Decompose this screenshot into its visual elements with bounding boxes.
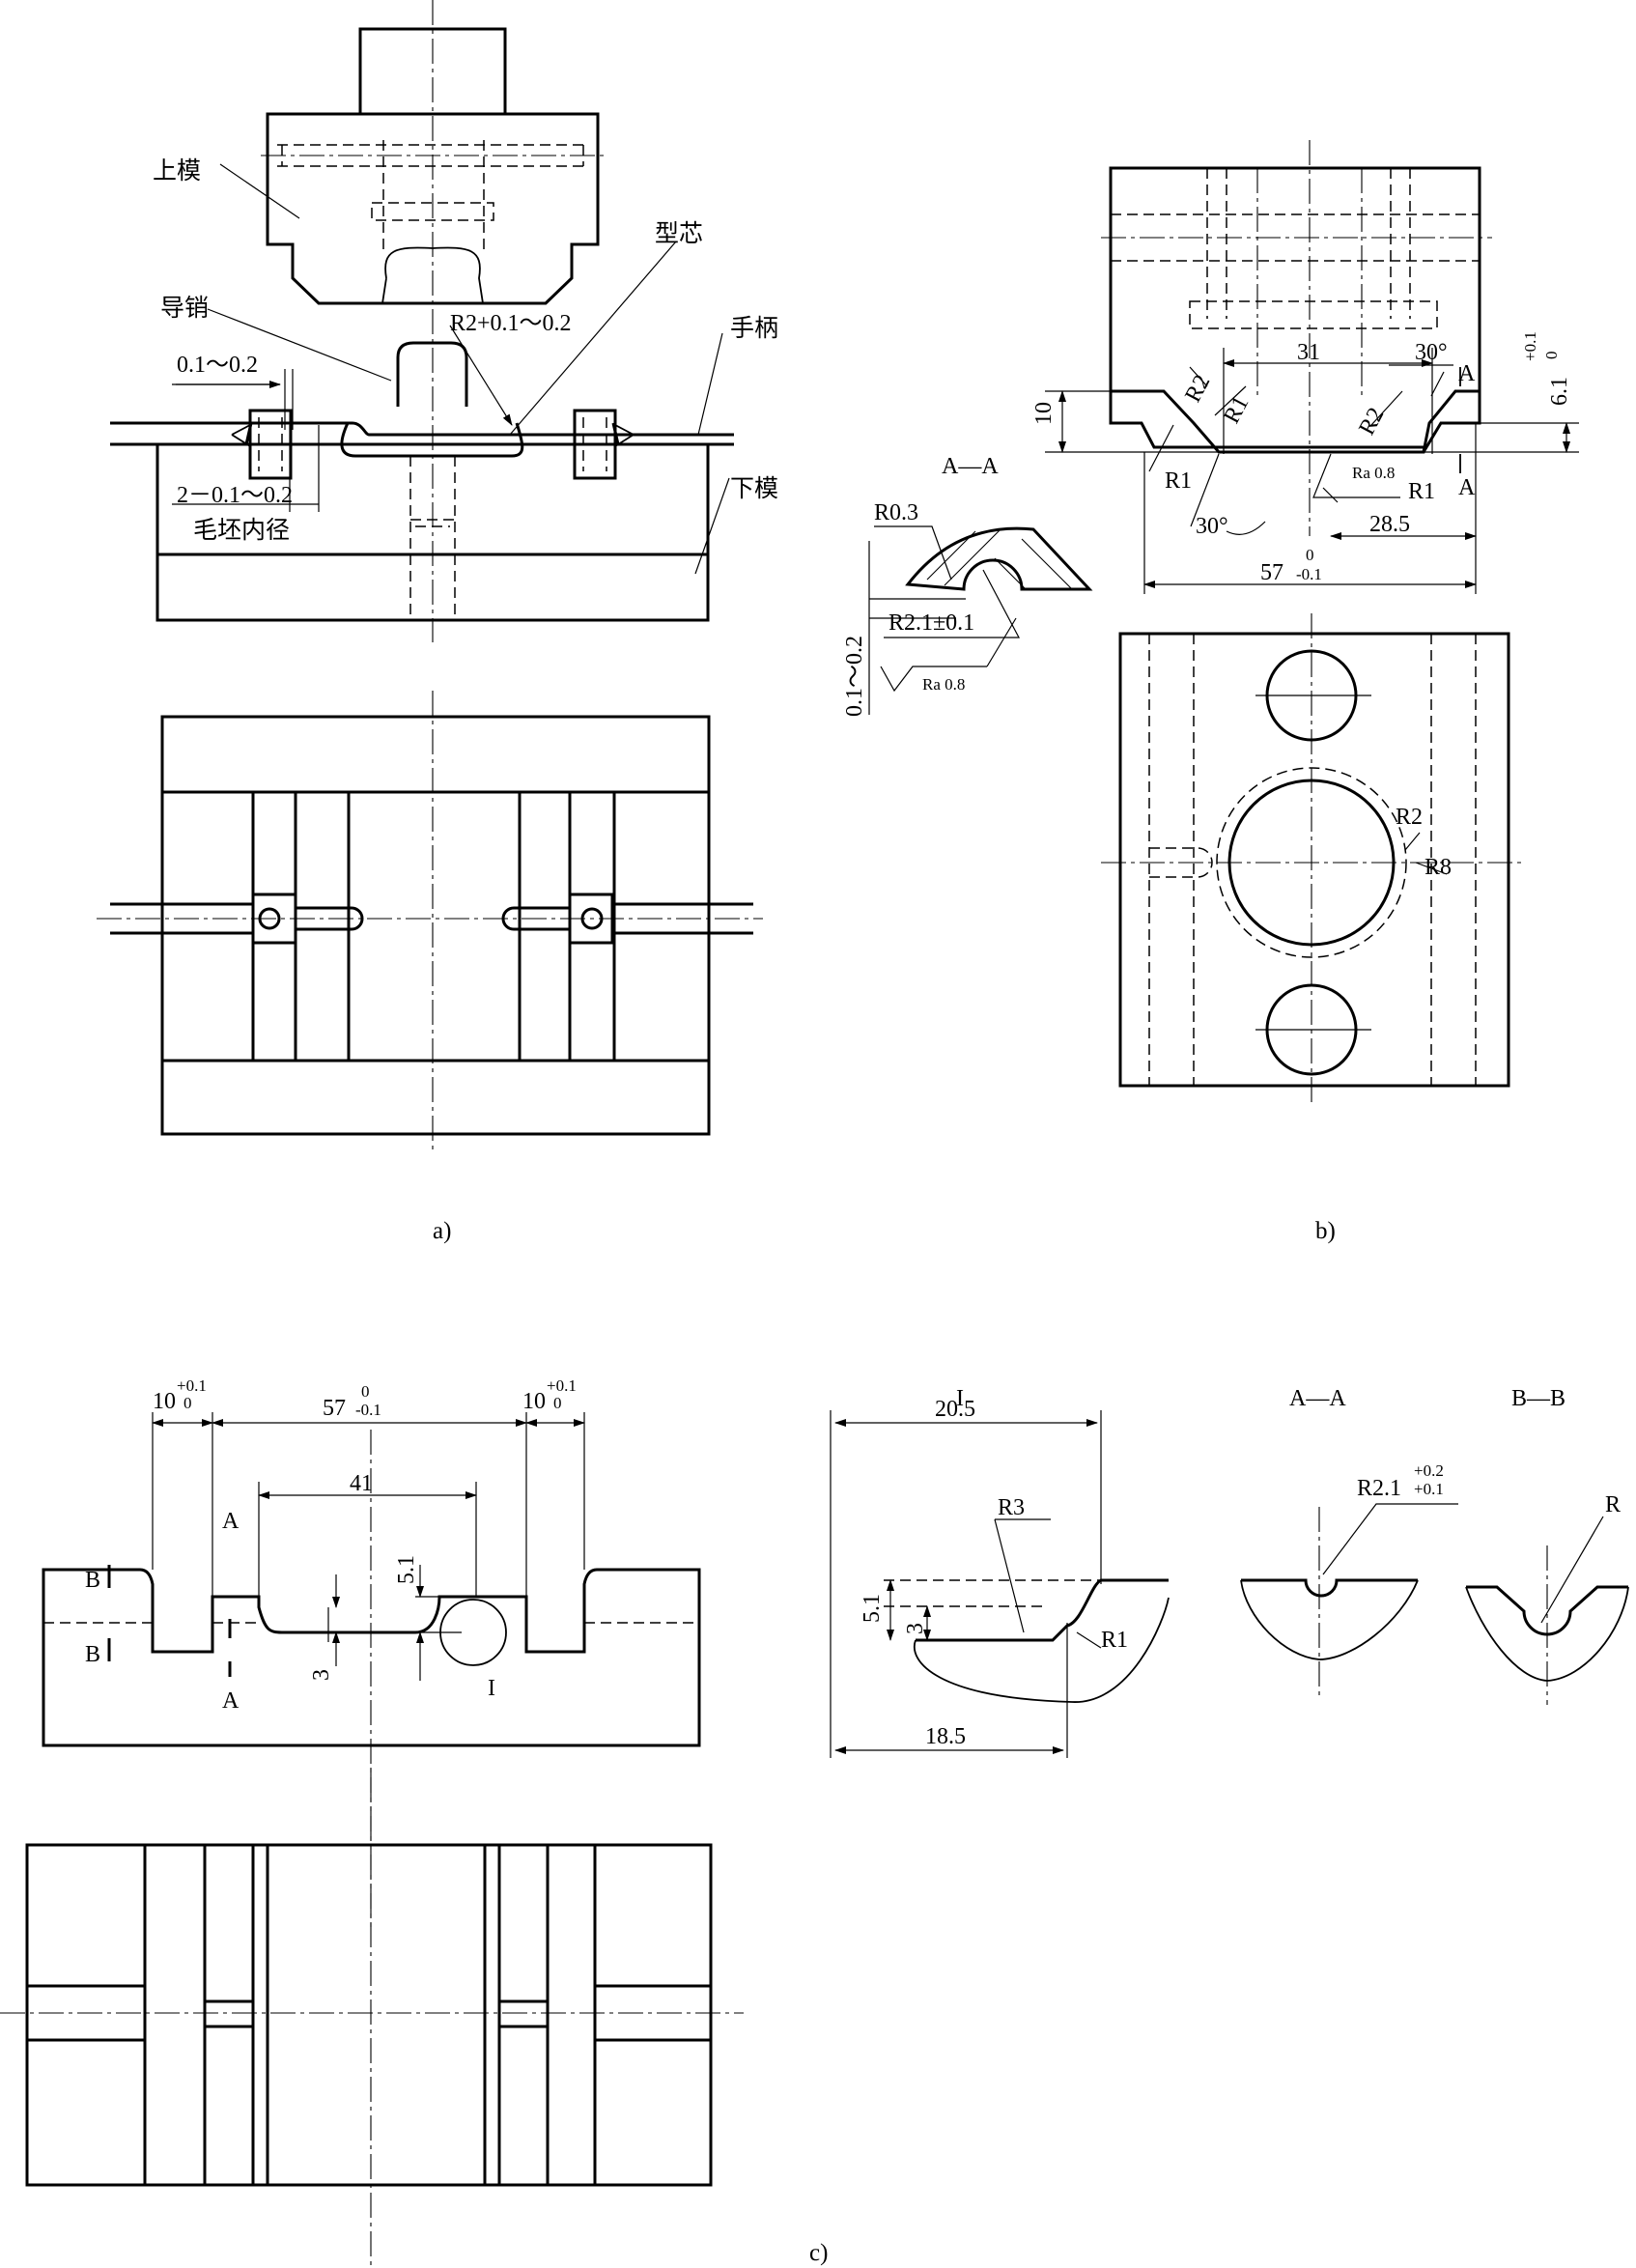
- marker-a-bottom: A: [222, 1688, 240, 1714]
- figure-b-front: [1045, 140, 1579, 594]
- dim-overall-width: 57: [1260, 560, 1283, 585]
- dim-height-tol-upper: +0.1: [1521, 331, 1539, 361]
- dim-r1-left-upper: R1: [1219, 392, 1254, 428]
- dim-detail-r3: R3: [998, 1495, 1025, 1520]
- dim-gap: 0.1～0.2: [177, 353, 258, 378]
- dim-r1-right: R1: [1408, 479, 1435, 504]
- figure-a-labels: 上模 型芯 导销 手柄 下模 毛坯内径 R2+0.1～0.2 0.1～0.2 2…: [153, 156, 778, 544]
- figure-c-sections: A—A R2.1 +0.2 +0.1 B—B R: [1240, 1386, 1629, 1705]
- dim-aa-tol-lower: +0.1: [1414, 1480, 1444, 1498]
- dim-width-28-5: 28.5: [1369, 512, 1410, 537]
- label-handle: 手柄: [730, 314, 778, 342]
- dim-r2-plan: R2: [1396, 805, 1423, 830]
- dim-slot-right-tol-upper: +0.1: [547, 1376, 577, 1395]
- dim-r2-left: R2: [1180, 371, 1215, 407]
- dim-core-fillet: R2+0.1～0.2: [450, 311, 572, 336]
- dim-aa-tol-upper: +0.2: [1414, 1461, 1444, 1480]
- dim-angle-top: 30°: [1415, 340, 1448, 365]
- dim-angle-bottom: 30°: [1196, 514, 1228, 539]
- dim-section-roughness: Ra 0.8: [922, 675, 965, 694]
- marker-b-bottom: B: [85, 1642, 100, 1667]
- dim-detail-width-20-5: 20.5: [935, 1397, 975, 1422]
- label-upper-die: 上模: [153, 156, 201, 184]
- detail-title: I: [956, 1386, 964, 1411]
- handle: [110, 421, 734, 446]
- dim-height-5-1: 5.1: [394, 1555, 419, 1584]
- dim-slot-left-tol-upper: +0.1: [177, 1376, 207, 1395]
- figure-b-plan: R2 R8: [1101, 613, 1521, 1106]
- dim-detail-height-3: 3: [903, 1623, 928, 1634]
- marker-a-top: A: [222, 1509, 240, 1534]
- dim-slot-right: 10: [522, 1389, 546, 1414]
- figure-a-plan: [97, 691, 763, 1154]
- figure-c-detail-dims: I 20.5 R3 5.1 3 R1 18.5: [860, 1386, 1128, 1749]
- dim-overall-tol-lower: -0.1: [1296, 565, 1322, 583]
- upper-die: [266, 112, 600, 305]
- section-marker-a-top: A: [1458, 361, 1476, 386]
- dim-overall-tol-upper: 0: [1306, 546, 1314, 564]
- figure-c-plan: [0, 1768, 744, 2265]
- figure-c-front: [42, 1412, 701, 1927]
- dim-slot-left: 10: [153, 1389, 176, 1414]
- figure-b-section-dims: A—A R0.3 R2.1±0.1 0.1～0.2 Ra 0.8: [842, 454, 999, 717]
- dim-middle-tol-lower: -0.1: [355, 1401, 381, 1419]
- dim-blank-offset: 2－0.1～0.2: [177, 483, 293, 508]
- label-core: 型芯: [655, 219, 703, 247]
- figure-b-section: [868, 525, 1093, 715]
- section-marker-a-bottom: A: [1458, 475, 1476, 500]
- label-lower-die: 下模: [730, 474, 778, 502]
- dim-bb-radius: R: [1605, 1492, 1621, 1517]
- dim-height-6-1: 6.1: [1547, 377, 1572, 406]
- dim-aa-radius: R2.1: [1357, 1476, 1401, 1501]
- marker-detail: I: [488, 1676, 495, 1701]
- dim-r0-3: R0.3: [874, 500, 918, 525]
- label-guide-pin: 导销: [160, 294, 209, 322]
- dim-r2-right: R2: [1354, 404, 1389, 439]
- caption-c: c): [809, 2240, 828, 2266]
- lower-die: [155, 444, 710, 622]
- dim-middle: 57: [323, 1396, 346, 1421]
- label-blank-inner-diameter: 毛坯内径: [193, 516, 290, 544]
- dim-roughness: Ra 0.8: [1352, 464, 1395, 482]
- section-title-bb: B—B: [1511, 1386, 1565, 1411]
- figure-a-elevation: [110, 0, 734, 642]
- dim-slot-left-tol-lower: 0: [183, 1394, 192, 1412]
- section-title-aa-c: A—A: [1289, 1386, 1346, 1411]
- dim-width-31: 31: [1297, 340, 1320, 365]
- figure-b-dims: 10 31 30° A A R2 R1 R2 R1 30° Ra 0.8 R1 …: [1031, 331, 1572, 585]
- dim-section-gap: 0.1～0.2: [842, 636, 867, 717]
- dim-detail-width-18-5: 18.5: [925, 1724, 966, 1749]
- dim-detail-height-5-1: 5.1: [860, 1594, 885, 1623]
- dim-slot-right-tol-lower: 0: [553, 1394, 562, 1412]
- caption-b: b): [1315, 1218, 1336, 1244]
- dim-width-41: 41: [350, 1471, 373, 1496]
- dim-height-3: 3: [309, 1669, 334, 1681]
- dim-detail-r1: R1: [1101, 1628, 1128, 1653]
- dim-middle-tol-upper: 0: [361, 1382, 370, 1401]
- dim-r2-1: R2.1±0.1: [889, 610, 974, 636]
- section-title-a-a: A—A: [942, 454, 999, 479]
- dim-height-tol-lower: 0: [1542, 352, 1561, 360]
- dim-r8-plan: R8: [1424, 855, 1452, 880]
- marker-b-top: B: [85, 1568, 100, 1593]
- caption-a: a): [433, 1218, 451, 1244]
- figure-c-detail-i: [830, 1410, 1170, 1758]
- figure-c-dims: 10 +0.1 0 57 0 -0.1 10 +0.1 0 41 5.1 3 B…: [85, 1376, 577, 1714]
- dim-r1-left-lower: R1: [1165, 468, 1192, 494]
- dim-depth-10: 10: [1031, 402, 1057, 425]
